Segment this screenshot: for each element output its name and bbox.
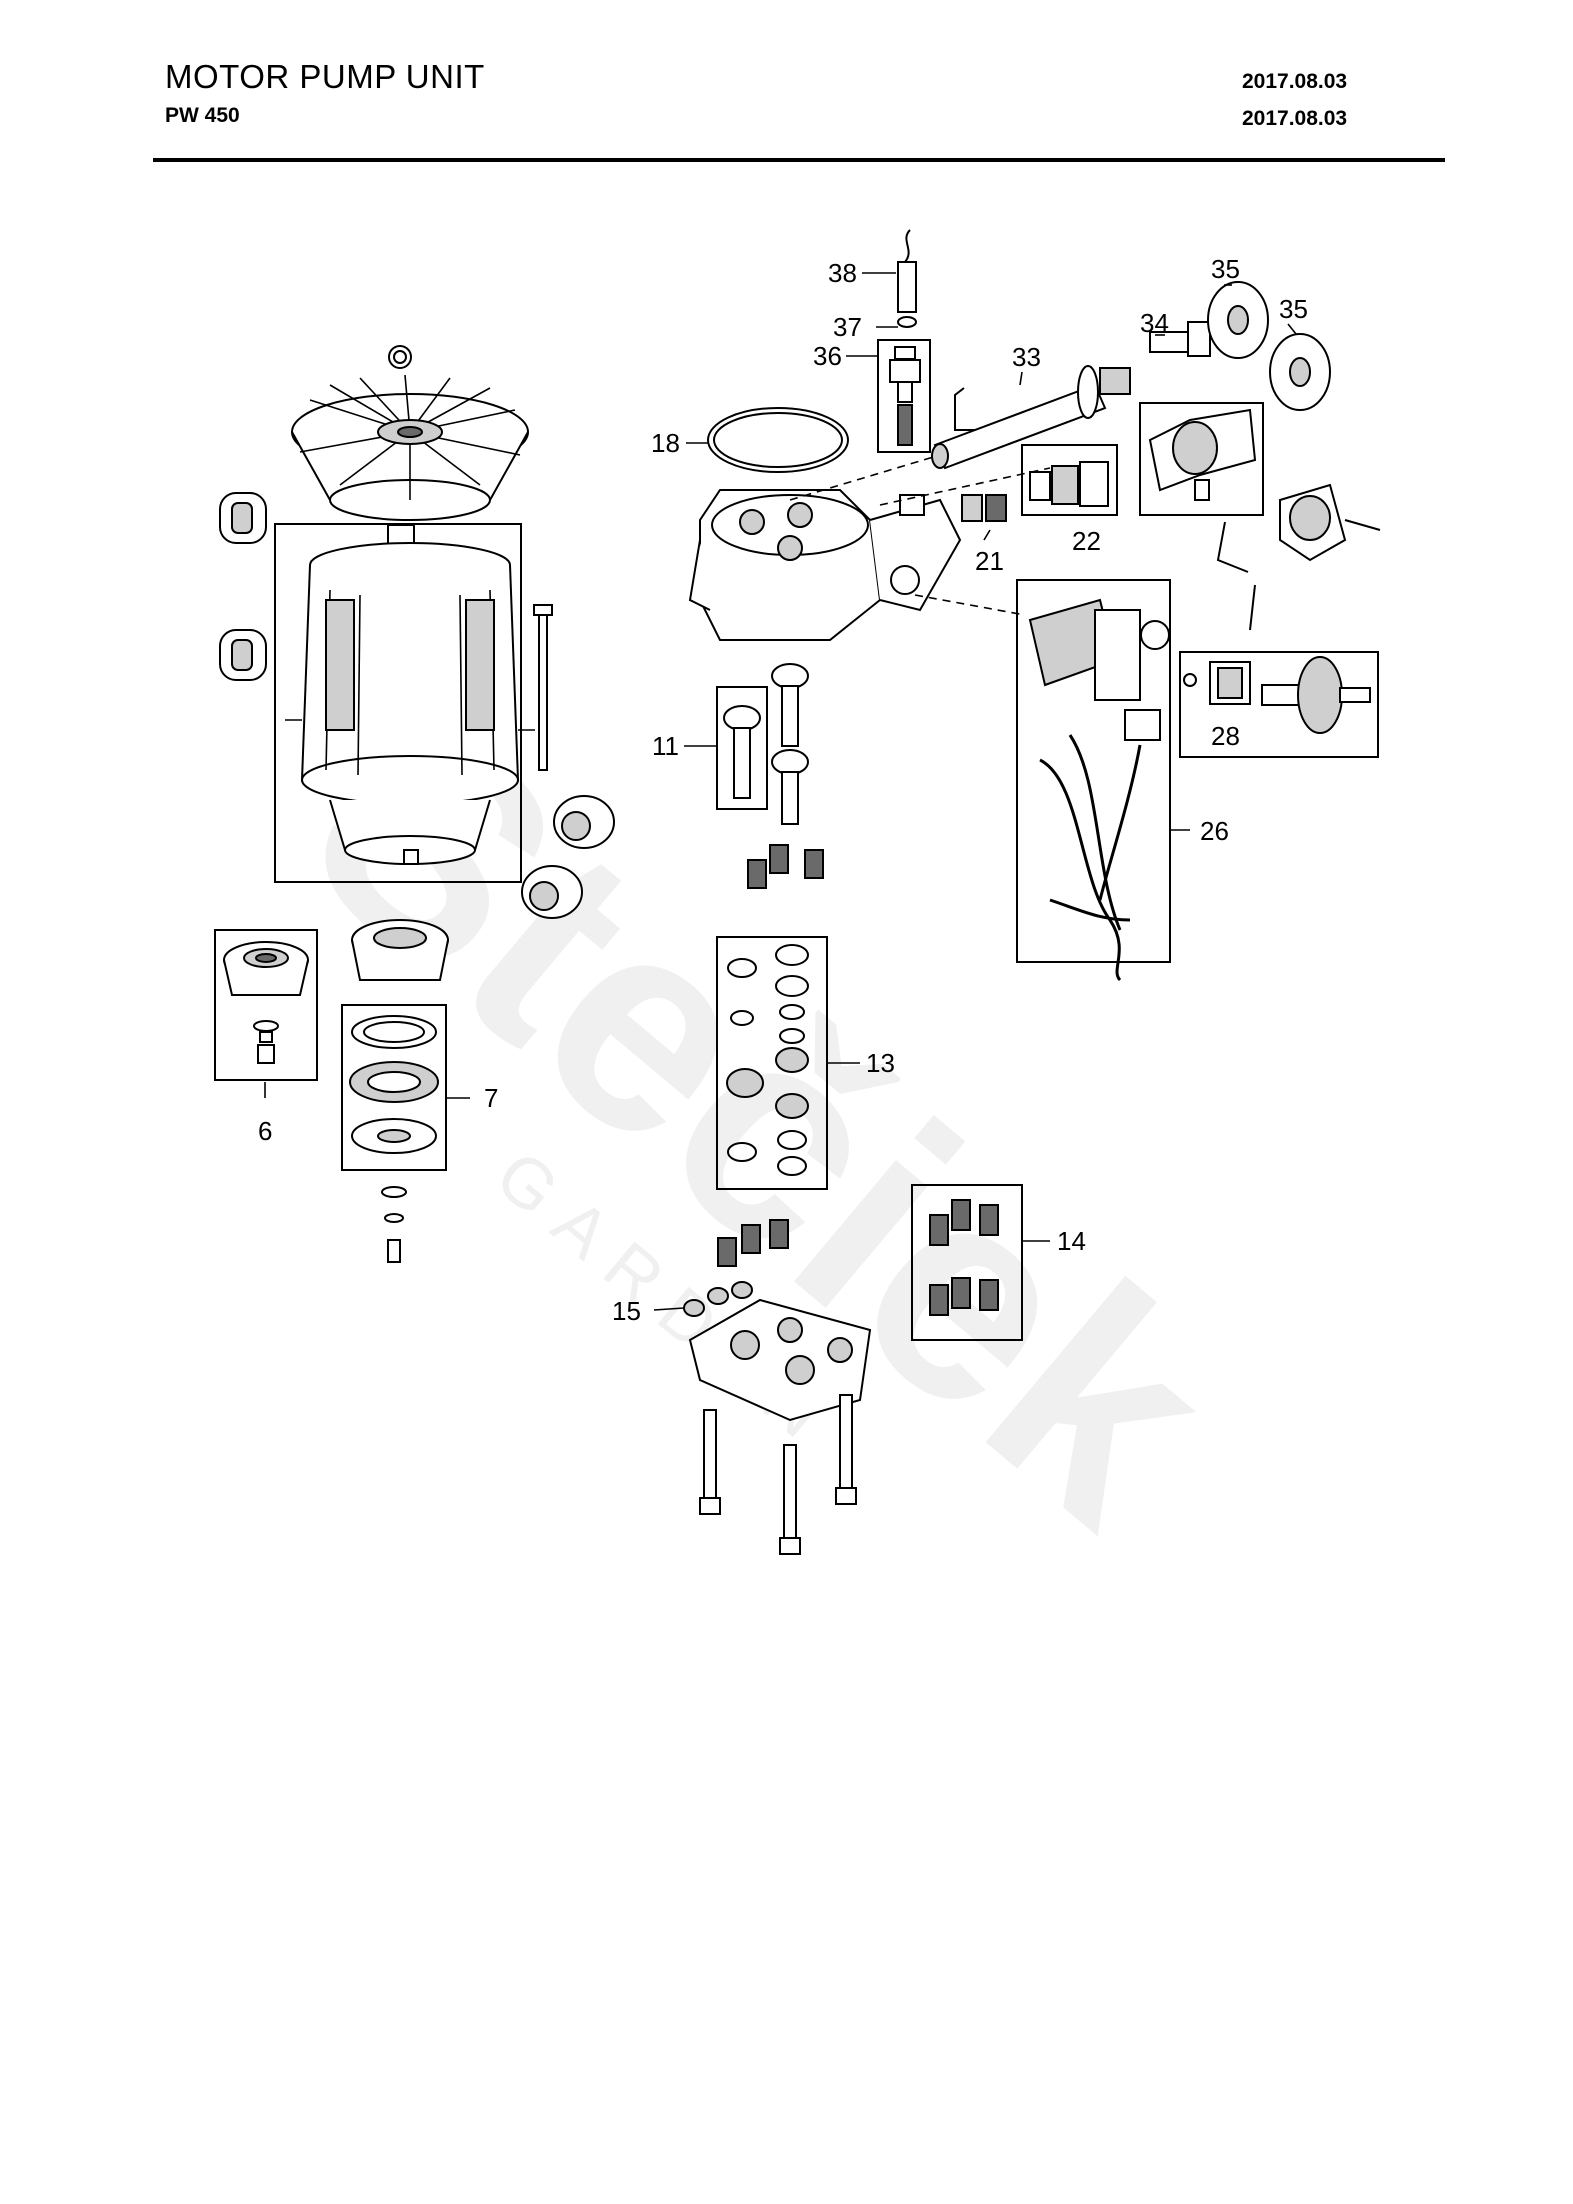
pump-head-part (688, 489, 962, 641)
clip-part-b (1216, 521, 1249, 573)
part-22-group-frame (1021, 444, 1118, 516)
connector-part (1149, 321, 1211, 357)
damper-part-lower (521, 865, 583, 919)
tie-rod-part (533, 604, 553, 771)
callout-18: 18 (651, 428, 680, 458)
valve-plate-part (688, 1298, 872, 1422)
brush-cap-lower (219, 629, 267, 681)
bypass-tube-part (897, 229, 917, 328)
part-6-group-frame (214, 929, 318, 1081)
callout-13: 13 (866, 1048, 895, 1078)
page-title: MOTOR PUMP UNIT (165, 58, 485, 95)
date-top: 2017.08.03 (1242, 70, 1348, 93)
part-7-group-frame (341, 1004, 447, 1171)
leader-lines (264, 272, 1297, 1311)
part-28-group-frame (1179, 651, 1379, 758)
seal-kit-part (726, 944, 809, 1176)
callout-36: 36 (813, 341, 842, 371)
circlip-part (388, 345, 412, 369)
callout-26: 26 (1200, 816, 1229, 846)
callout-35-upper: 35 (1211, 254, 1240, 284)
callout-6: 6 (258, 1116, 272, 1146)
valve-housing-part (1148, 408, 1257, 501)
callout-11: 11 (652, 731, 679, 761)
callout-34: 34 (1140, 308, 1169, 338)
callout-35-lower: 35 (1279, 294, 1308, 324)
part-11-group-frame (716, 686, 768, 810)
wobble-plate-part (351, 919, 449, 981)
spacer-part-lower (1269, 333, 1331, 411)
piston-part (1029, 461, 1109, 507)
callout-38: 38 (828, 258, 857, 288)
date-bottom: 2017.08.03 (1242, 107, 1348, 130)
plug-part (683, 1281, 753, 1317)
pin-part (1249, 584, 1256, 631)
callout-7: 7 (484, 1083, 498, 1113)
callout-14: 14 (1057, 1226, 1086, 1256)
swash-plate-part (223, 941, 309, 1064)
part-28-inner-frame (1209, 661, 1251, 705)
check-valve-part (889, 346, 921, 446)
valve-kit-part (929, 1199, 999, 1316)
valve-housing-frame (1139, 402, 1264, 516)
damper-part-upper (553, 795, 615, 849)
brush-cap-upper (219, 492, 267, 544)
o-ring-part (707, 407, 849, 473)
plunger-part (723, 663, 809, 825)
valve-cluster-part (747, 844, 824, 889)
switch-part (1028, 598, 1170, 741)
clip-part (954, 387, 975, 431)
model-number: PW 450 (165, 104, 240, 127)
callout-28: 28 (1211, 721, 1240, 751)
callout-33: 33 (1012, 342, 1041, 372)
part-36-group-frame (877, 339, 931, 453)
washer-screw-part (381, 1186, 407, 1263)
bolt-part (699, 1394, 857, 1555)
callout-22: 22 (1072, 526, 1101, 556)
callout-37: 37 (833, 312, 862, 342)
regulator-part (1183, 656, 1371, 734)
callout-15: 15 (612, 1296, 641, 1326)
valve-seat-part (961, 494, 1007, 522)
fan-part (291, 374, 529, 521)
wiring-harness-part (1039, 734, 1142, 982)
thrust-bearing-part (349, 1015, 439, 1154)
inlet-valve-part (717, 1219, 789, 1267)
outlet-pipe-part (931, 365, 1131, 470)
part-26-group-frame (1016, 579, 1171, 963)
callout-numbers: 38 37 36 35 35 34 33 18 21 22 11 26 28 1… (258, 254, 1308, 1326)
elbow-part (1279, 483, 1381, 562)
callout-21: 21 (975, 546, 1004, 576)
spacer-part-upper (1207, 281, 1269, 359)
part-14-group-frame (911, 1184, 1023, 1341)
motor-part (285, 524, 535, 865)
header-divider (153, 158, 1445, 162)
